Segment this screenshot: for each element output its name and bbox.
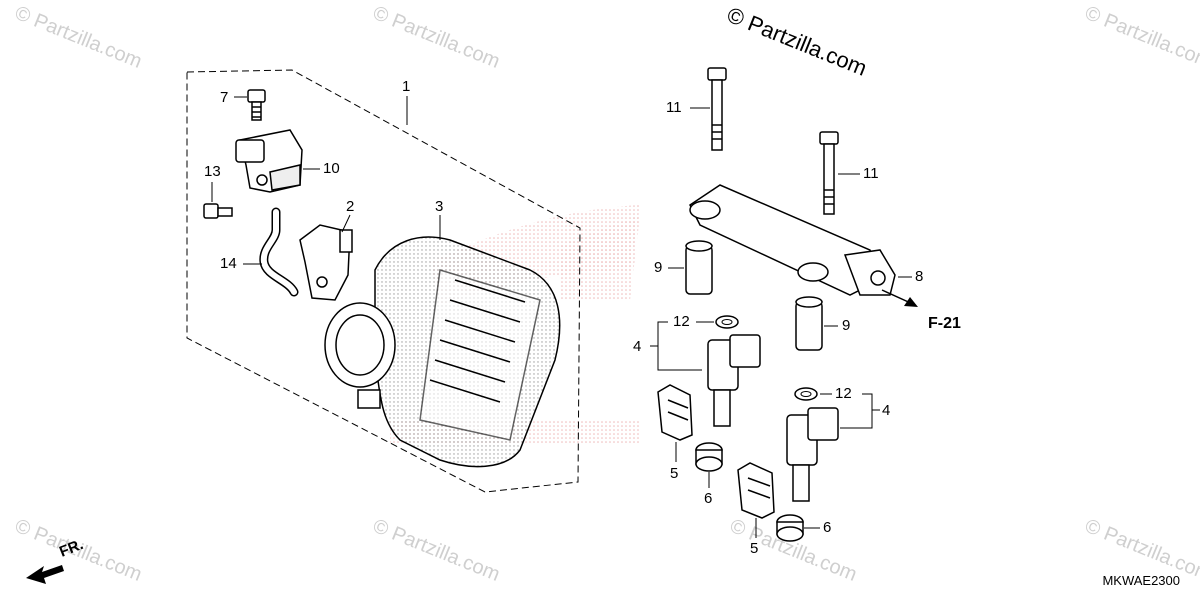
callout-9: 9 bbox=[654, 259, 663, 276]
map-sensor-10 bbox=[235, 129, 303, 193]
injector-4-left bbox=[707, 334, 761, 427]
callout-10: 10 bbox=[323, 160, 340, 177]
callout-2: 2 bbox=[346, 198, 355, 215]
spacer-9-right bbox=[795, 296, 823, 351]
assembly-outline bbox=[186, 69, 581, 493]
callout-9: 9 bbox=[842, 317, 851, 334]
callout-1: 1 bbox=[402, 78, 411, 95]
screw-13 bbox=[203, 203, 233, 219]
bolt-7 bbox=[247, 89, 266, 121]
seal-6-left bbox=[695, 442, 723, 472]
callout-11: 11 bbox=[666, 99, 682, 116]
callout-11: 11 bbox=[863, 165, 879, 182]
spacer-9-left bbox=[685, 240, 713, 295]
fuel-rail-8 bbox=[689, 184, 896, 296]
front-direction-arrow-icon bbox=[26, 565, 64, 584]
diagram-code: MKWAE2300 bbox=[1102, 573, 1180, 588]
callout-3: 3 bbox=[435, 198, 444, 215]
bolt-11-right bbox=[819, 131, 839, 215]
bracket-2 bbox=[299, 224, 353, 301]
callout-8: 8 bbox=[915, 268, 924, 285]
callout-6: 6 bbox=[823, 519, 832, 536]
callout-5: 5 bbox=[670, 465, 679, 482]
callout-12: 12 bbox=[835, 385, 852, 402]
seal-6-right bbox=[776, 514, 804, 542]
callout-12: 12 bbox=[673, 313, 690, 330]
callout-4: 4 bbox=[882, 402, 891, 419]
callout-7: 7 bbox=[220, 89, 229, 106]
callout-14: 14 bbox=[220, 255, 237, 272]
callout-6: 6 bbox=[704, 490, 713, 507]
throttle-body-3 bbox=[324, 236, 561, 468]
bolt-11-left bbox=[707, 67, 727, 151]
callout-5: 5 bbox=[750, 540, 759, 557]
clip-5-right bbox=[737, 462, 775, 519]
callout-13: 13 bbox=[204, 163, 221, 180]
injector-4-right bbox=[786, 407, 839, 502]
reference-label: F-21 bbox=[928, 315, 961, 332]
callout-4: 4 bbox=[633, 338, 642, 355]
clip-5-left bbox=[657, 384, 693, 441]
